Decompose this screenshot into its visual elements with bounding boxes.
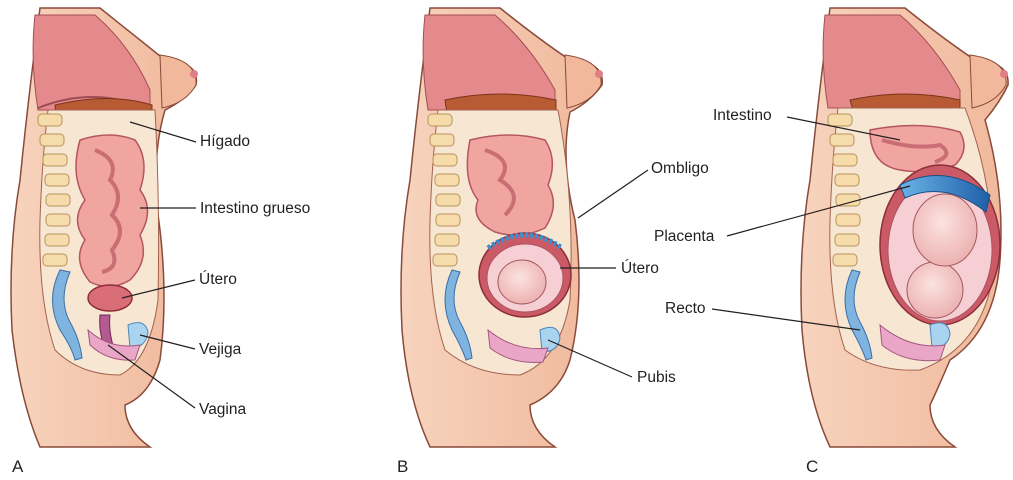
label-c-intestine: Intestino [713,108,772,124]
panel-c-breast [970,55,1006,108]
label-a-large-intestine: Intestino grueso [200,201,310,217]
panel-a-breast [160,55,196,108]
panel-c-fetus-head [907,262,963,318]
panel-letter-b: B [397,458,408,475]
panel-letter-c: C [806,458,818,475]
label-b-uterus: Útero [621,261,659,277]
panel-b-torso [401,8,603,447]
panel-c-intestine [870,125,964,171]
panel-b-intestine [467,135,553,235]
panel-c-fetus-body [913,194,977,266]
panel-b-fetus [498,260,546,304]
panel-letter-a: A [12,458,23,475]
panel-c-nipple [1000,70,1008,78]
label-c-rectum: Recto [665,301,706,317]
label-a-vagina: Vagina [199,402,246,418]
label-a-uterus: Útero [199,272,237,288]
panel-a-torso [11,8,198,447]
panel-b-breast [565,55,601,108]
label-a-liver: Hígado [200,134,250,150]
panel-a-uterus [88,285,132,311]
label-c-placenta: Placenta [654,229,714,245]
panel-b-nipple [595,70,603,78]
label-b-pubis: Pubis [637,370,676,386]
panel-a-thorax [33,15,150,110]
panel-a-nipple [190,70,198,78]
leader-b-navel [578,170,648,218]
label-a-bladder: Vejiga [199,342,241,358]
label-b-navel: Ombligo [651,161,709,177]
panel-c-torso [801,8,1008,447]
